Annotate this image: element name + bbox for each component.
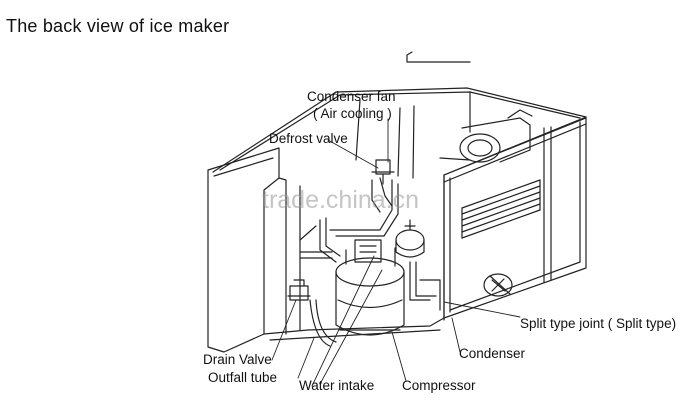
label-water-intake: Water intake bbox=[299, 378, 375, 393]
label-air-cooling: ( Air cooling ) bbox=[313, 106, 392, 121]
compressor bbox=[336, 240, 404, 335]
cabinet-frame bbox=[208, 52, 586, 352]
piping bbox=[300, 178, 440, 346]
label-condenser: Condenser bbox=[459, 346, 526, 361]
condenser-coil bbox=[462, 180, 540, 238]
label-drain-valve: Drain Valve bbox=[203, 352, 272, 367]
diagram-title: The back view of ice maker bbox=[6, 16, 230, 36]
label-outfall-tube: Outfall tube bbox=[208, 370, 278, 385]
leader-lines bbox=[272, 119, 520, 386]
receiver-tank bbox=[396, 220, 424, 257]
label-condenser-fan: Condenser fan bbox=[307, 89, 396, 104]
label-defrost-valve: Defrost valve bbox=[269, 131, 348, 146]
watermark: trade.china.cn bbox=[262, 186, 420, 214]
condenser-fan bbox=[440, 110, 532, 162]
drain-valve bbox=[288, 280, 310, 300]
defrost-valve bbox=[372, 160, 394, 184]
label-compressor: Compressor bbox=[402, 378, 476, 393]
split-joint bbox=[484, 274, 512, 296]
label-split-joint: Split type joint ( Split type) bbox=[520, 316, 677, 331]
